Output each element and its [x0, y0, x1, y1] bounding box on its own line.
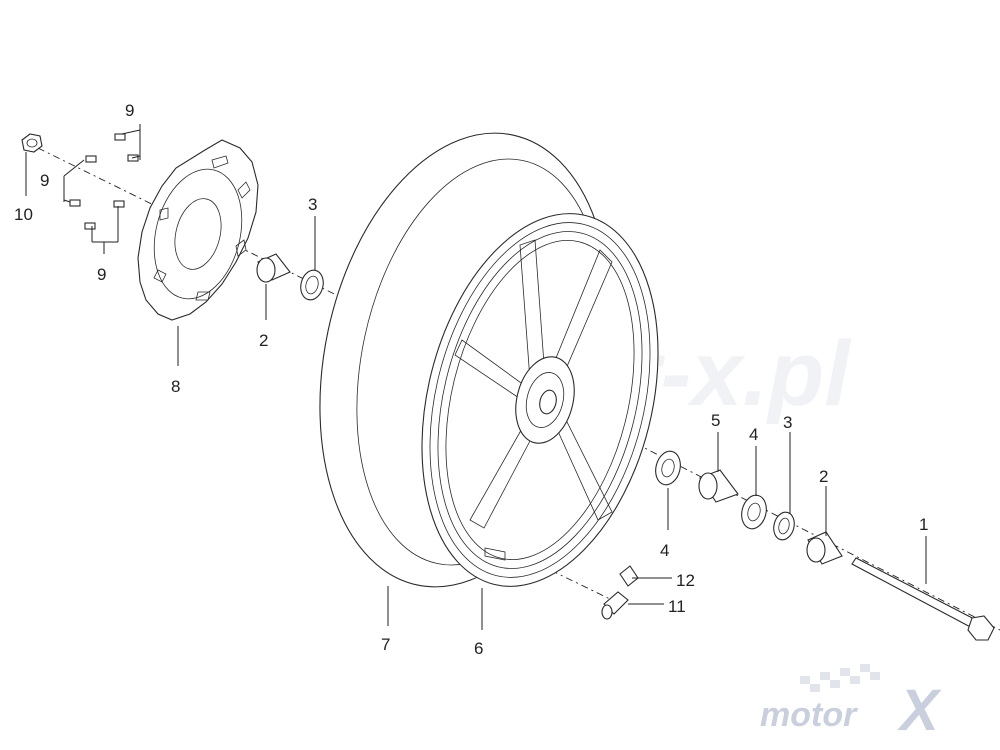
callout-4-lower: 4: [660, 541, 669, 560]
callout-4-upper: 4: [749, 425, 758, 444]
logo-text: motor: [760, 696, 858, 734]
callout-8: 8: [171, 377, 180, 396]
callout-12: 12: [676, 571, 695, 590]
rim: [421, 213, 659, 587]
callout-10: 10: [14, 205, 33, 224]
distance-sleeve-5: [698, 469, 739, 503]
callout-3-right: 3: [783, 413, 792, 432]
right-bearing-4b: [741, 494, 767, 530]
logo-mark: X: [897, 678, 942, 743]
disc-bolts: [69, 133, 139, 230]
callout-2-left: 2: [259, 331, 268, 350]
checkered-flag-icon: [800, 664, 880, 692]
left-seal: [300, 269, 324, 301]
callout-9-bottom: 9: [97, 265, 106, 284]
callout-1: 1: [919, 515, 928, 534]
left-spacer: [256, 253, 291, 283]
right-seal-3: [773, 511, 795, 541]
valve-cap: [619, 565, 639, 587]
axle: [851, 557, 995, 641]
axle-nut: [21, 133, 43, 153]
callout-5: 5: [711, 411, 720, 430]
callout-9-top: 9: [125, 101, 134, 120]
right-spacer-2: [806, 531, 843, 565]
right-bearing-4a: [655, 450, 681, 486]
callout-2-right: 2: [819, 467, 828, 486]
motor-x-logo: motor X: [760, 664, 942, 743]
callout-9-left: 9: [40, 171, 49, 190]
callout-7: 7: [381, 635, 390, 654]
callout-6: 6: [474, 639, 483, 658]
callout-11: 11: [668, 597, 686, 616]
callout-3-left: 3: [308, 195, 317, 214]
axis-line-right: [589, 419, 1000, 631]
brake-disc: [137, 139, 259, 321]
leader-lines: [25, 124, 927, 630]
valve-stem: [601, 591, 629, 620]
